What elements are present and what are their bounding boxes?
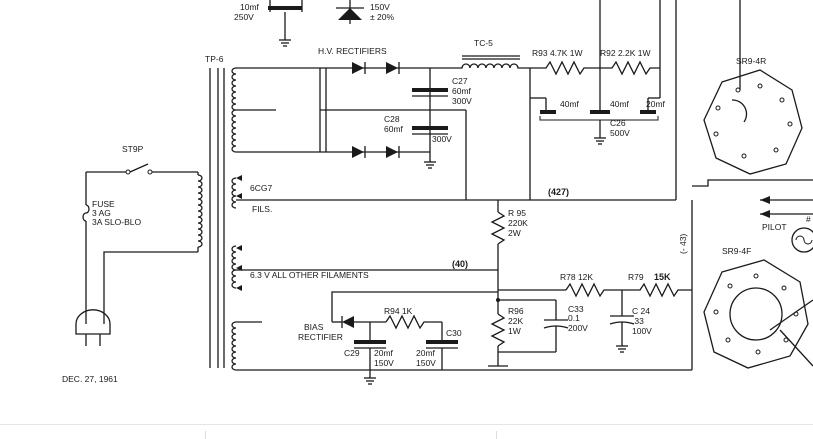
top-cap-value: 10mf (240, 2, 260, 12)
c24-label: C 24 (632, 306, 650, 316)
6cg7-label: 6CG7 (250, 183, 272, 193)
transformer-tp6: TP-6 (197, 54, 237, 371)
top-cap-voltage: 250V (234, 12, 254, 22)
resistor-r96: R96 22K 1W (490, 290, 524, 352)
date-label: DEC. 27, 1961 (62, 374, 118, 384)
resistor-r94: R94 1K (384, 306, 442, 330)
node-minus43-label: (- 43) (678, 234, 688, 254)
r96-value: 22K (508, 316, 523, 326)
hv-rectifier-bridge: H.V. RECTIFIERS (318, 46, 467, 200)
resistor-r79: R79 15K (622, 272, 692, 298)
c27-value: 60mf (452, 86, 472, 96)
c28-voltage: 300V (432, 134, 452, 144)
svg-text:#: # (806, 214, 811, 224)
fils-label: FILS. (252, 204, 272, 214)
sr9-4r-label: SR9-4R (736, 56, 766, 66)
fils-6cg7: 6CG7 FILS. (236, 175, 676, 214)
c33-value: 0.1 (568, 313, 580, 323)
r96-label: R96 (508, 306, 524, 316)
choke-tc5: TC-5 (430, 38, 530, 69)
c33-label: C33 (568, 304, 584, 314)
c29-voltage: 150V (374, 358, 394, 368)
c28-value: 60mf (384, 124, 404, 134)
c29-label: C29 (344, 348, 360, 358)
r96-power: 1W (508, 326, 521, 336)
c24-voltage: 100V (632, 326, 652, 336)
capacitor-c29: C29 20mf 150V (344, 322, 394, 368)
r78-label: R78 12K (560, 272, 593, 282)
fuse-type: 3 AG (92, 208, 111, 218)
capacitor-c27: C27 60mf 300V (412, 76, 472, 106)
pilot-lamp: PILOT # (760, 196, 813, 253)
resistor-r95: R 95 220K 2W (490, 200, 528, 270)
footer-tick-2 (496, 431, 497, 439)
top-cap-group: 10mf 250V (234, 0, 303, 47)
r92-label: R92 2.2K 1W (600, 48, 651, 58)
capacitor-c24: C 24 .33 100V (609, 290, 652, 353)
top-zener-group: 150V ± 20% (336, 0, 394, 24)
sr9-4f-label: SR9-4F (722, 246, 751, 256)
c27-voltage: 300V (452, 96, 472, 106)
bias-rectifier: BIAS RECTIFIER (236, 291, 498, 342)
c26-cap2-value: 40mf (610, 99, 630, 109)
top-zener-tolerance: ± 20% (370, 12, 394, 22)
capacitor-c30: C30 20mf 150V (416, 322, 462, 368)
c33-voltage: 200V (568, 323, 588, 333)
tp6-label: TP-6 (205, 54, 224, 64)
pilot-label: PILOT (762, 222, 787, 232)
c28-label: C28 (384, 114, 400, 124)
node-40-label: (40) (452, 259, 468, 269)
footer-bar (0, 424, 813, 439)
r79-value: 15K (654, 272, 671, 282)
node-427-label: (427) (548, 187, 569, 197)
c26-cap1-value: 40mf (560, 99, 580, 109)
c26-voltage: 500V (610, 128, 630, 138)
fuse-rating: 3A SLO-BLO (92, 217, 142, 227)
r95-power: 2W (508, 228, 521, 238)
c29-value: 20mf (374, 348, 394, 358)
c30-voltage: 150V (416, 358, 436, 368)
r94-label: R94 1K (384, 306, 413, 316)
primary-circuit: ST9P FUSE 3 AG 3A SLO-BLO (75, 144, 199, 346)
c26-cap3-value: 20mf (646, 99, 666, 109)
r95-value: 220K (508, 218, 528, 228)
capacitor-c26: 40mf 40mf 20mf C26 500V (529, 68, 666, 200)
c26-label: C26 (610, 118, 626, 128)
tc5-label: TC-5 (474, 38, 493, 48)
footer-tick-1 (205, 431, 206, 439)
c30-label: C30 (446, 328, 462, 338)
r95-label: R 95 (508, 208, 526, 218)
resistor-r78: R78 12K (497, 270, 622, 298)
r93-label: R93 4.7K 1W (532, 48, 583, 58)
capacitor-c33: C33 0.1 200V (498, 299, 588, 353)
resistor-r93: R93 4.7K 1W (530, 48, 600, 76)
st9p-label: ST9P (122, 144, 144, 154)
hv-rectifiers-label: H.V. RECTIFIERS (318, 46, 387, 56)
socket-sr9-4f: SR9-4F (703, 246, 813, 369)
rectifier-label: RECTIFIER (298, 332, 343, 342)
r79-label: R79 (628, 272, 644, 282)
top-zener-voltage: 150V (370, 2, 390, 12)
c24-value: .33 (632, 316, 644, 326)
resistor-r92: R92 2.2K 1W (600, 48, 660, 76)
other-filaments-label: 6.3 V ALL OTHER FILAMENTS (250, 270, 369, 280)
capacitor-c28: C28 60mf 300V (384, 114, 452, 169)
fuse-label: FUSE (92, 199, 115, 209)
other-filaments: 6.3 V ALL OTHER FILAMENTS (40) (236, 245, 498, 291)
bias-label: BIAS (304, 322, 324, 332)
c27-label: C27 (452, 76, 468, 86)
c30-value: 20mf (416, 348, 436, 358)
socket-sr9-4r: SR9-4R (703, 0, 803, 175)
